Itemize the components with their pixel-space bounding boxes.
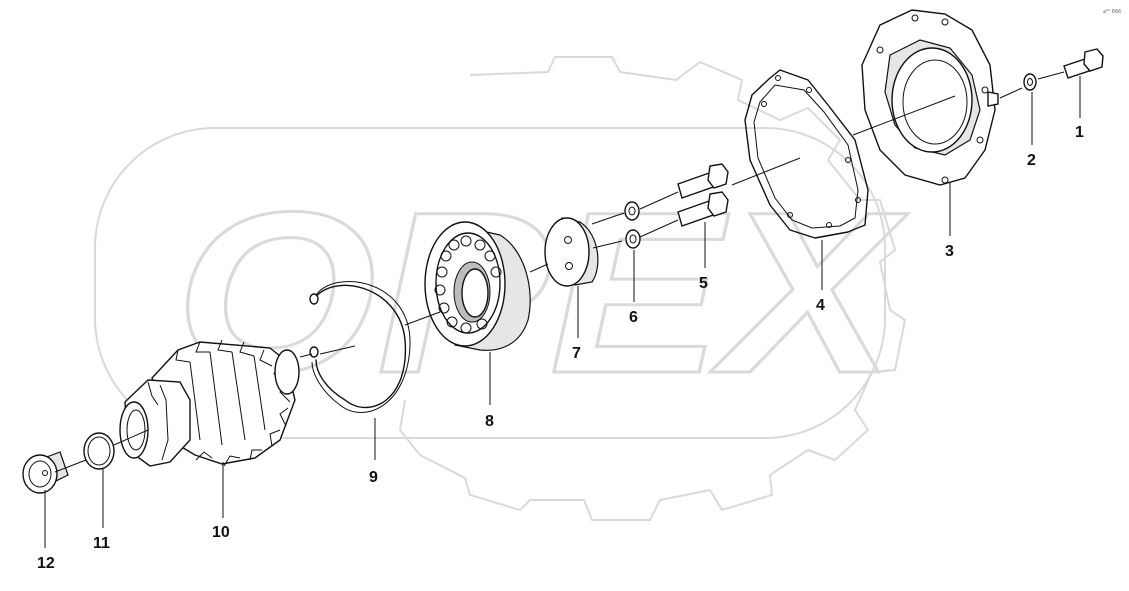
callout-4: 4 [816, 297, 825, 314]
watermark-rounded-box [94, 127, 886, 439]
callout-1: 1 [1075, 124, 1084, 141]
corner-reference-mark: a⁰⁰ 666 [1103, 9, 1121, 15]
part-6-lock-washers [624, 201, 641, 249]
callout-leaders [44, 76, 1081, 548]
callout-8: 8 [485, 413, 494, 430]
part-1-bolt [1063, 48, 1104, 79]
callout-9: 9 [369, 469, 378, 486]
callout-11: 11 [93, 535, 110, 552]
part-2-washer [1023, 73, 1037, 91]
part-3-housing-cover [861, 9, 999, 186]
callout-10: 10 [212, 524, 230, 541]
part-10-pinion-gear [119, 339, 300, 467]
part-8-ball-bearing [424, 221, 531, 351]
callout-2: 2 [1027, 152, 1036, 169]
callout-3: 3 [945, 243, 954, 260]
part-5-bolts [677, 163, 729, 227]
callout-7: 7 [572, 345, 581, 362]
callout-5: 5 [699, 275, 708, 292]
callout-labels: 1 2 3 4 5 6 7 8 9 10 11 12 [37, 124, 1084, 572]
part-11-o-ring [83, 432, 115, 470]
watermark-gear-outline [398, 56, 907, 521]
callout-12: 12 [37, 555, 55, 572]
part-12-end-cap [22, 451, 69, 494]
part-7-thrust-washer [544, 217, 599, 287]
callout-6: 6 [629, 309, 638, 326]
assembly-axis-lines [54, 71, 1065, 473]
